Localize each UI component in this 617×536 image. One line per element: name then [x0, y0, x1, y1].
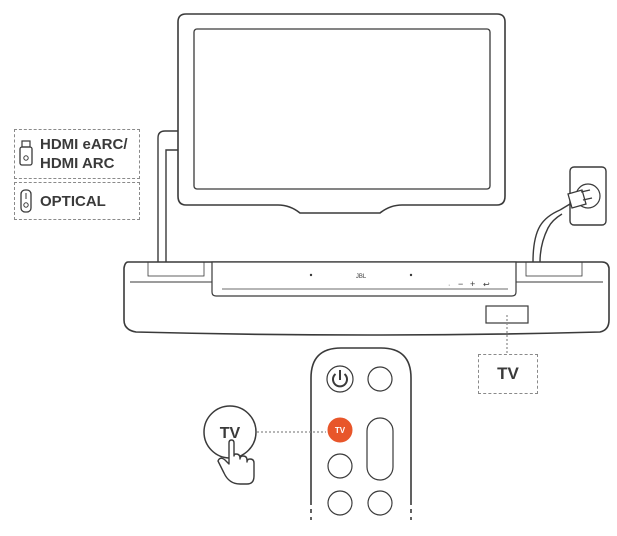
- svg-text:·: ·: [448, 282, 450, 289]
- pointing-hand-icon: [217, 439, 255, 485]
- soundbar-controls: JBL · − + ↩: [309, 273, 490, 289]
- remote-tv-button: [327, 417, 353, 443]
- optical-label-text: OPTICAL: [40, 192, 106, 210]
- remote-control-illustration: TV: [309, 347, 413, 520]
- volume-down-icon: −: [458, 279, 463, 289]
- optical-port-icon: [15, 189, 37, 213]
- soundbar-brand-logo: JBL: [356, 274, 367, 280]
- hdmi-label-line2: HDMI ARC: [40, 155, 115, 172]
- power-cable: [532, 209, 561, 263]
- tv-callout-label: TV: [220, 425, 241, 442]
- tv-illustration: [177, 13, 506, 214]
- remote-volume-rocker: [366, 417, 394, 481]
- power-plug-icon: [559, 189, 593, 211]
- optical-cable: [165, 149, 180, 262]
- remote-tv-button-label: TV: [335, 426, 346, 435]
- source-icon: ↩: [483, 280, 490, 289]
- tv-display-label: TV: [478, 354, 538, 394]
- soundbar-illustration: [123, 261, 610, 336]
- volume-up-icon: +: [470, 279, 475, 289]
- hdmi-label-line1: HDMI eARC/: [40, 136, 128, 153]
- hdmi-earc-label: HDMI eARC/ HDMI ARC: [14, 129, 140, 179]
- optical-label: OPTICAL: [14, 182, 140, 220]
- tv-display-label-text: TV: [497, 364, 519, 383]
- hdmi-port-icon: [15, 140, 37, 168]
- power-icon: [332, 370, 348, 388]
- hdmi-cable: [157, 130, 180, 262]
